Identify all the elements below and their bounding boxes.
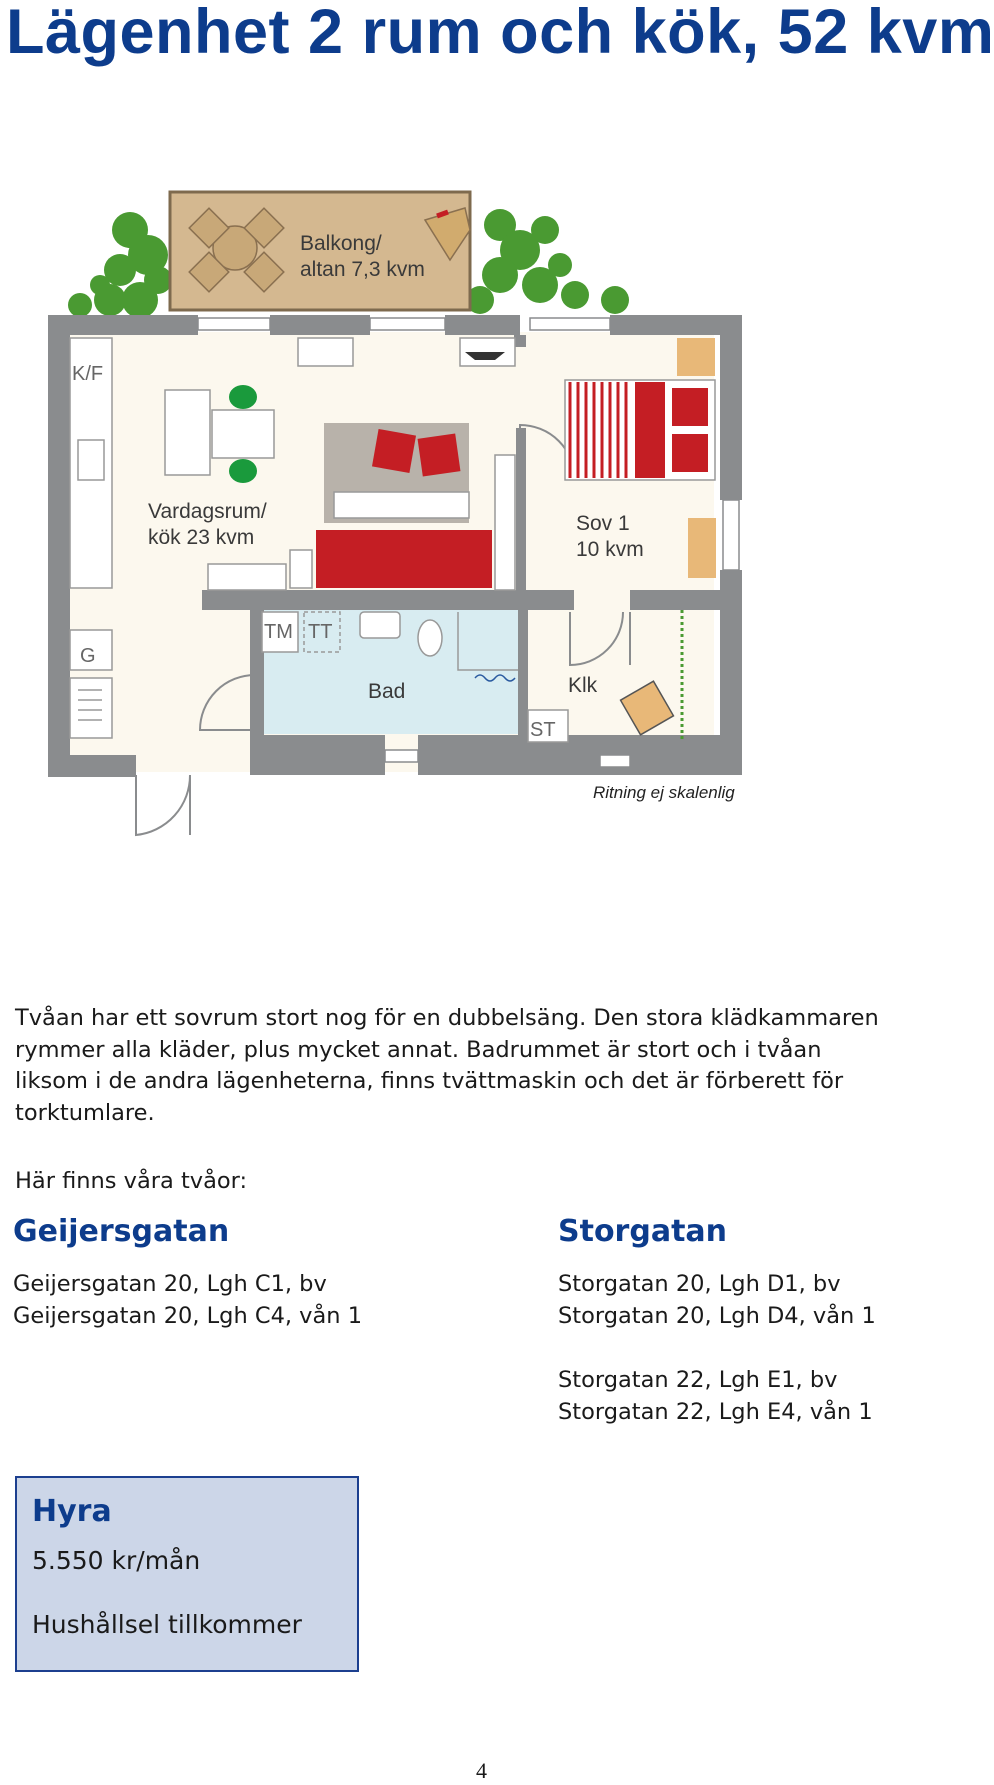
wall-shelf [494,454,516,591]
description-paragraph: Tvåan har ett sovrum stort nog för en du… [15,1005,879,1126]
living-label-line-2: kök 23 kvm [148,526,254,549]
tt-label: TT [308,621,332,643]
green-chair-bottom [229,459,257,483]
address-item: Storgatan 22, Lgh E1, bv [558,1367,838,1393]
scale-note: Ritning ej skalenlig [593,783,735,802]
balcony-furniture [188,207,471,293]
bedroom-label-line-1: Sov 1 [576,512,630,535]
pillows [672,388,708,472]
floor-plan-drawing: Balkong/ altan 7,3 kvm [48,190,742,837]
sofa [316,530,492,588]
tv-unit [297,337,354,367]
address-item: Storgatan 22, Lgh E4, vån 1 [558,1399,873,1425]
kitchen-counter [69,337,113,739]
bedroom-label-line-2: 10 kvm [576,538,644,561]
sink [359,611,401,639]
living-label-line-1: Vardagsrum/ [148,500,267,523]
balcony-label-line-2: altan 7,3 kvm [300,258,425,281]
plants-right [466,209,629,314]
bathroom-label: Bad [368,680,405,703]
closet-label: Klk [568,674,598,697]
shower [457,612,518,671]
address-item: Storgatan 20, Lgh D4, vån 1 [558,1303,876,1329]
sideboard [207,563,287,591]
cushions [371,428,461,477]
page-title: Lägenhet 2 rum och kök, 52 kvm [6,0,994,67]
fridge-label: K/F [72,363,103,385]
coffee-table [333,491,470,519]
dryer-space [303,611,341,653]
green-chair-top [229,385,257,409]
st-label: ST [530,719,556,741]
closet-basket [619,680,675,736]
address-item: Geijersgatan 20, Lgh C4, vån 1 [13,1303,363,1329]
bed-cover [635,382,665,478]
balcony-label-line-1: Balkong/ [300,232,382,255]
walls [48,315,742,777]
washer [261,611,299,653]
rent-note: Hushållsel tillkommer [32,1610,302,1639]
tm-label: TM [264,621,293,643]
toilet [417,619,443,657]
rent-price: 5.550 kr/mån [32,1546,201,1575]
heading-storgatan: Storgatan [558,1214,728,1249]
locations-lead: Här finns våra tvåor: [15,1168,248,1194]
plants-left [68,212,172,318]
windows [197,317,740,768]
floor-plan: Balkong/ altan 7,3 kvm [40,190,860,960]
nightstand-top [677,338,715,376]
g-label: G [80,645,96,667]
side-table [289,549,313,589]
address-item: Storgatan 20, Lgh D1, bv [558,1271,841,1297]
dining-table [211,409,275,459]
page-number: 4 [476,1758,487,1783]
nightstand-bottom [688,518,716,578]
dining-bench [164,389,211,476]
bed-stripes [568,382,628,478]
heading-geijersgatan: Geijersgatan [13,1214,230,1249]
address-item: Geijersgatan 20, Lgh C1, bv [13,1271,327,1297]
rent-title: Hyra [32,1494,112,1529]
rent-box: Hyra 5.550 kr/mån Hushållsel tillkommer [15,1476,359,1672]
storage-st [527,709,569,743]
